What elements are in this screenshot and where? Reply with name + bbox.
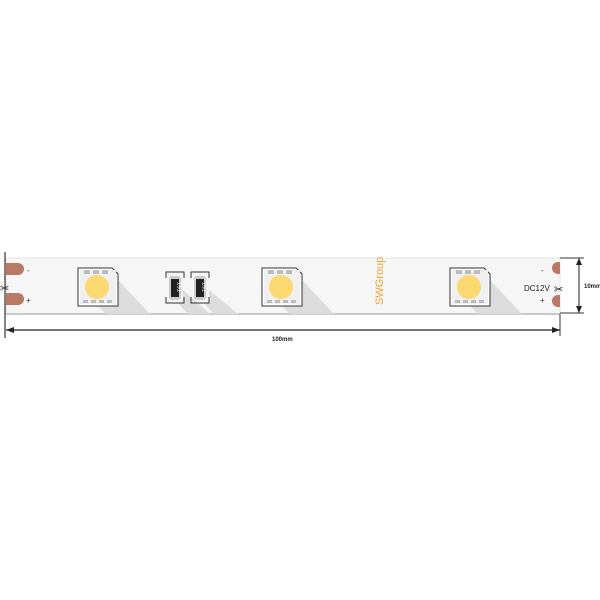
led-shadow <box>470 280 522 314</box>
pad-minus-label-left: - <box>27 266 30 275</box>
pad-plus-label-right: + <box>540 296 545 305</box>
led-emitter <box>457 275 481 299</box>
resistor-code: 151 <box>176 282 182 293</box>
led-contact <box>455 300 460 303</box>
length-label: 100mm <box>272 337 293 343</box>
led-contact <box>479 300 484 303</box>
led-contact <box>286 270 292 274</box>
led-contact <box>99 300 104 303</box>
arrow-left <box>6 327 14 333</box>
led-emitter <box>269 275 293 299</box>
led-shadow <box>98 280 150 314</box>
resistor-shadow <box>178 290 210 314</box>
arrow-up <box>576 258 582 265</box>
shadows <box>98 280 522 314</box>
resistor-code: 151 <box>201 282 207 293</box>
brand-label: SWGroup <box>374 257 386 305</box>
led-contact <box>102 270 108 274</box>
led-shadow <box>282 280 334 314</box>
led-contact <box>474 270 480 274</box>
led-contact <box>268 270 274 274</box>
pad-plus-label-left: + <box>26 296 31 305</box>
arrow-right <box>552 327 560 333</box>
led-contact <box>283 300 288 303</box>
led-contact <box>291 300 296 303</box>
pad-plus-left <box>6 293 24 305</box>
left-pads <box>6 263 24 305</box>
smd-led <box>449 267 491 307</box>
pad-minus-left <box>6 263 24 275</box>
width-label: 10mm <box>584 284 600 290</box>
pad-minus-label-right: - <box>541 266 544 275</box>
led-contact <box>456 270 462 274</box>
resistor: 151 <box>190 271 210 304</box>
led-contact <box>267 300 272 303</box>
led-contact <box>463 300 468 303</box>
arrow-down <box>576 306 582 313</box>
led-emitter <box>85 275 109 299</box>
scissors-icon: ✂ <box>554 284 563 296</box>
led-contact <box>471 300 476 303</box>
resistor: 151 <box>165 271 185 304</box>
led-contact <box>465 270 471 274</box>
led-contact <box>91 300 96 303</box>
smd-led <box>77 267 119 307</box>
led-contact <box>275 300 280 303</box>
right-pads <box>552 262 560 307</box>
led-contact <box>84 270 90 274</box>
pad-minus-right <box>552 262 560 274</box>
led-contact <box>107 300 112 303</box>
resistor-shadow <box>204 290 238 314</box>
led-contact <box>277 270 283 274</box>
led-contact <box>83 300 88 303</box>
voltage-label: DC12V <box>524 284 550 293</box>
led-contact <box>93 270 99 274</box>
pad-plus-right <box>552 295 560 307</box>
smd-led <box>261 267 303 307</box>
